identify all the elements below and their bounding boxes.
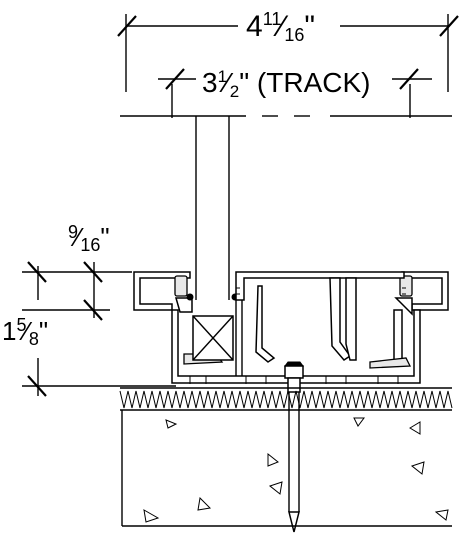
overall-width-label: 411⁄16" [246, 9, 315, 45]
track-width-dimension: 31⁄2" (TRACK) [158, 67, 432, 118]
panel-post [195, 116, 230, 300]
concrete-substrate [121, 410, 452, 527]
track-width-label: 31⁄2" (TRACK) [202, 67, 370, 101]
sealant-bed [119, 387, 453, 411]
setting-block [192, 315, 234, 361]
track-height-dimension: 15⁄8" [2, 266, 176, 397]
cap-height-label: 9⁄16" [68, 222, 110, 255]
track-height-label: 15⁄8" [2, 315, 48, 349]
aggregate-marks [143, 417, 449, 523]
overall-width-dimension: 411⁄16" [117, 9, 459, 92]
